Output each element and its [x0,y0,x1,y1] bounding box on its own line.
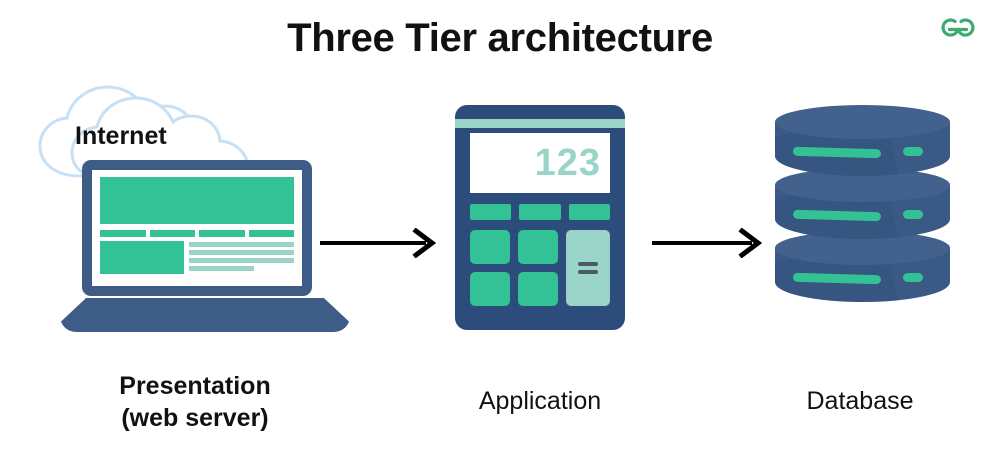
screen-text-lines [189,241,294,274]
arrow-presentation-to-application [318,227,438,259]
screen-text-line [189,266,255,271]
database-disk-top [775,105,950,139]
laptop-base [60,298,350,332]
calculator-number-grid [470,230,558,306]
laptop-icon [60,160,350,340]
calculator-function-key[interactable] [519,204,561,220]
calculator-function-key[interactable] [470,204,512,220]
screen-banner-block [100,177,294,224]
equals-bar-bottom [578,270,598,274]
cloud-icon [32,80,262,190]
calculator-function-row [470,204,610,220]
cloud-label-internet: Internet [75,122,167,150]
database-disk-indicator [903,273,923,282]
calculator-display: 123 [470,133,610,193]
calculator-key[interactable] [518,272,558,306]
calculator-key[interactable] [518,230,558,264]
calculator-key[interactable] [470,272,510,306]
tier-application-caption-line1: Application [478,387,602,415]
equals-bar-top [578,262,598,266]
laptop-lid [82,160,312,296]
calculator-equals-key[interactable] [566,230,610,306]
equals-icon [578,258,598,278]
screen-body-row [100,241,294,274]
database-disk [775,231,950,319]
database-disk [775,105,950,193]
laptop-screen [92,170,302,286]
screen-text-line [189,250,294,255]
calculator-function-key[interactable] [568,204,610,220]
database-disk-indicator [903,147,923,156]
tier-presentation-caption-line1: Presentation [119,372,271,400]
arrow-application-to-database [650,227,764,259]
screen-nav-item [199,230,245,237]
calculator-keypad [470,230,610,306]
screen-text-line [189,258,294,263]
page-title: Three Tier architecture [287,16,713,60]
geeksforgeeks-logo [934,10,982,44]
screen-nav-item [149,230,195,237]
database-stack-icon [775,105,950,320]
screen-nav-item [100,230,146,237]
screen-text-line [189,242,294,247]
tier-presentation-caption: Presentation (web server) [20,370,370,434]
calculator-top-stripe [455,119,625,128]
calculator-key[interactable] [470,230,510,264]
calculator-display-value: 123 [534,142,601,184]
tier-application-caption: Application [420,385,660,417]
screen-image-block [100,241,184,274]
calculator-icon: 123 [455,105,625,330]
tier-presentation-caption-line2: (web server) [121,404,269,432]
tier-database-caption-line1: Database [806,387,914,415]
database-disk-indicator [903,210,923,219]
screen-nav-item [248,230,294,237]
screen-nav-row [100,230,294,237]
tier-database-caption: Database [720,385,1000,417]
